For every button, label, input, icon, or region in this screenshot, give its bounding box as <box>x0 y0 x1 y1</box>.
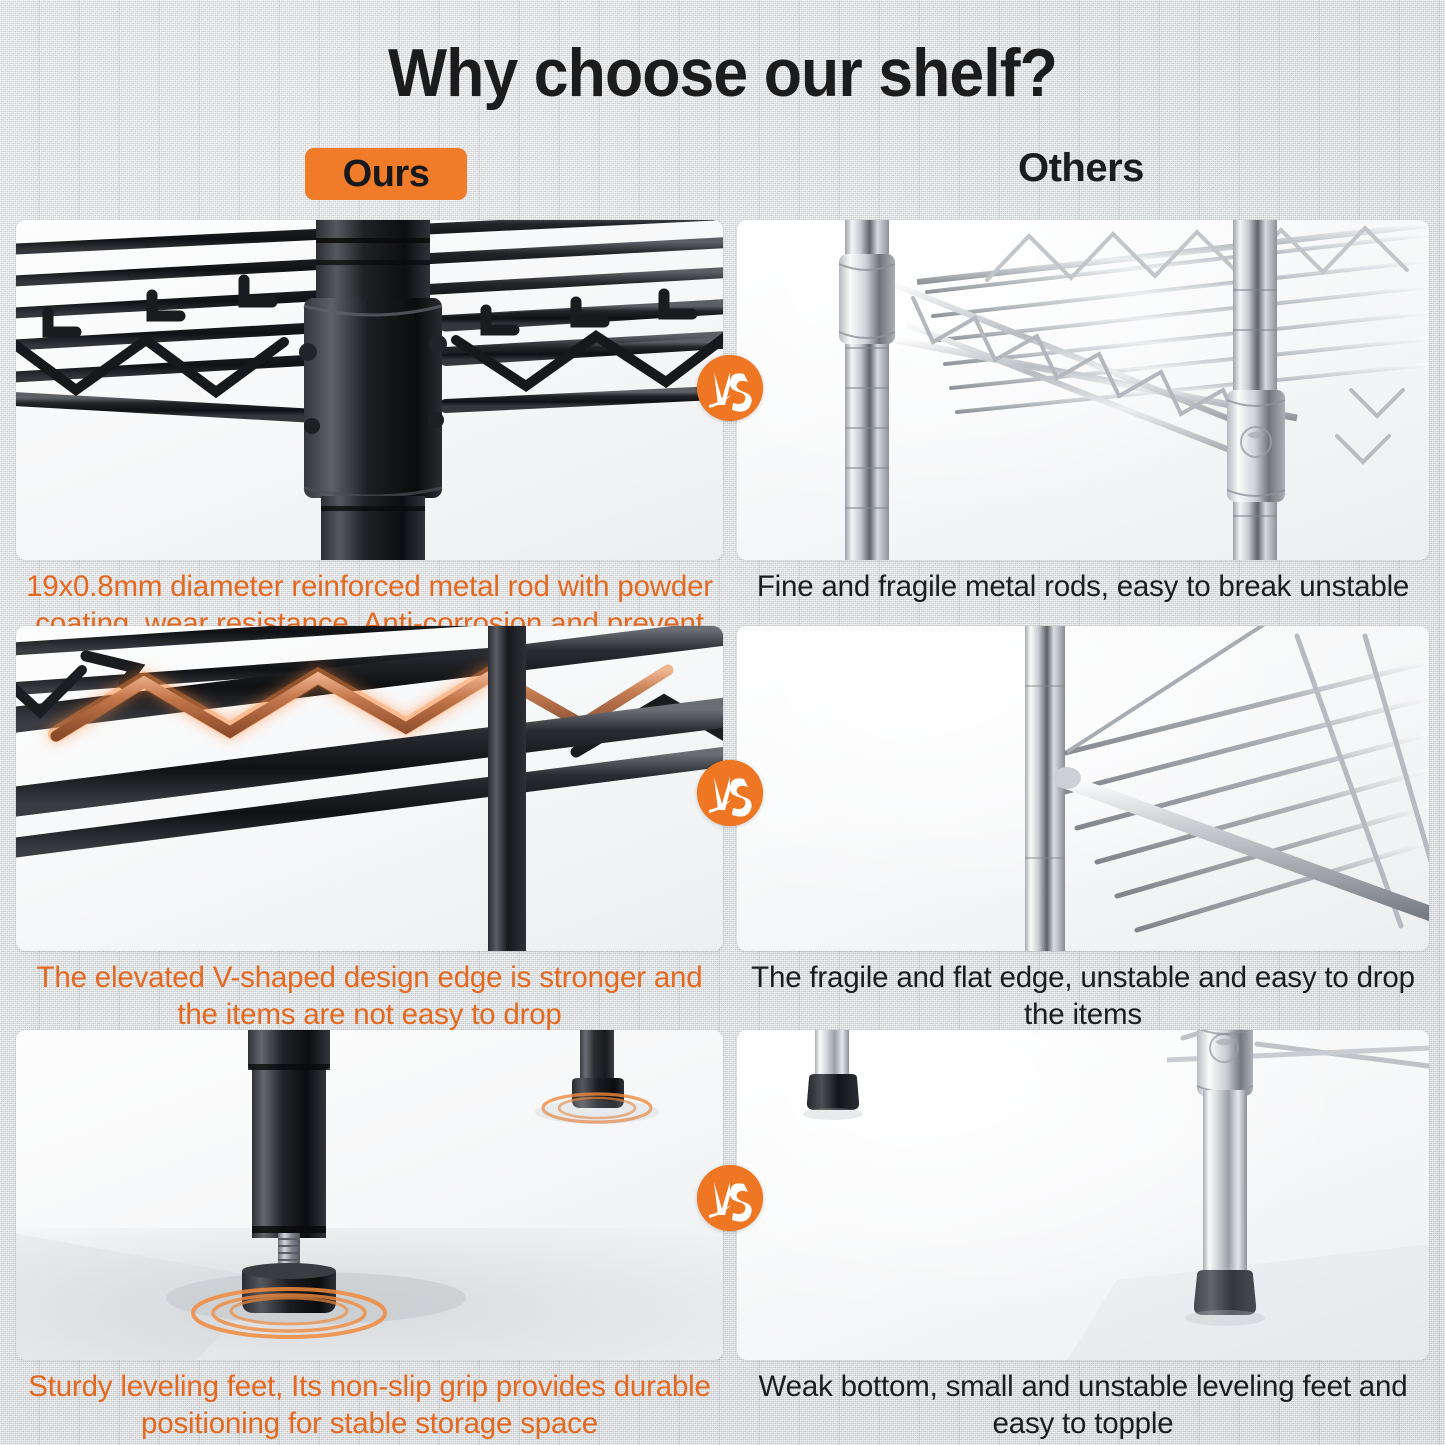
vs-badge-row-1 <box>697 355 763 421</box>
row-leveling-feet-others-cell: Weak bottom, small and unstable leveling… <box>737 1030 1429 1440</box>
column-headers: Ours Others <box>0 146 1445 204</box>
vs-badge-row-2 <box>697 760 763 826</box>
vs-badge-row-3 <box>697 1165 763 1231</box>
black-adjustable-leveling-foot-photo <box>16 1030 723 1360</box>
page-title: Why choose our shelf? <box>388 35 1058 111</box>
row-leveling-feet-ours-caption: Sturdy leveling feet, Its non-slip grip … <box>28 1370 711 1441</box>
ours-label: Ours <box>342 152 430 195</box>
chrome-flat-edge-photo <box>737 626 1429 951</box>
row-metal-rod-ours-cell: 19x0.8mm diameter reinforced metal rod w… <box>16 220 723 677</box>
row-shelf-edge-others-cell: The fragile and flat edge, unstable and … <box>737 626 1429 1031</box>
row-shelf-edge-ours-caption: The elevated V-shaped design edge is str… <box>36 961 703 1032</box>
others-column-label: Others <box>1018 146 1144 190</box>
black-powder-coated-shelf-corner-photo <box>16 220 723 560</box>
row-metal-rod-others-caption: Fine and fragile metal rods, easy to bre… <box>756 570 1410 603</box>
row-leveling-feet-ours-cell: Sturdy leveling feet, Its non-slip grip … <box>16 1030 723 1440</box>
chrome-leg-small-rubber-tip-photo <box>737 1030 1429 1360</box>
row-metal-rod-others-cell: Fine and fragile metal rods, easy to bre… <box>737 220 1429 620</box>
row-shelf-edge-others-caption: The fragile and flat edge, unstable and … <box>751 961 1415 1032</box>
row-leveling-feet-others-caption: Weak bottom, small and unstable leveling… <box>758 1370 1408 1441</box>
ours-column-badge: Ours <box>305 148 467 200</box>
row-shelf-edge-ours-cell: The elevated V-shaped design edge is str… <box>16 626 723 1031</box>
black-v-shaped-truss-edge-photo <box>16 626 723 951</box>
chrome-thin-wire-shelf-corner-photo <box>737 220 1429 560</box>
